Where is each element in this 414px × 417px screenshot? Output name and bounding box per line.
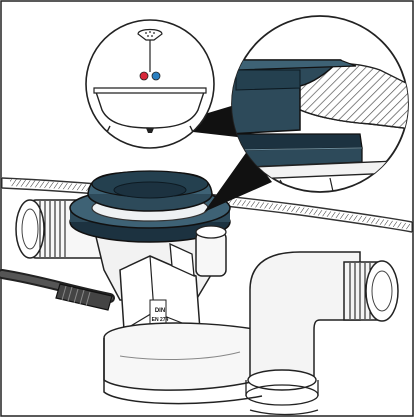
left-threaded-pipe [15, 199, 109, 259]
drain-gasket [69, 170, 231, 243]
elbow-pipe [245, 251, 399, 416]
bathtub-icon [93, 87, 207, 135]
shower-head-icon [137, 28, 163, 72]
label-en: EN 274 [152, 317, 169, 323]
hot-tap-icon [139, 71, 149, 81]
label-din: DIN [155, 308, 165, 314]
bathtub-inset [85, 19, 215, 149]
overflow-pipe [195, 225, 227, 277]
sensor-cable [0, 269, 115, 311]
cold-tap-icon [151, 71, 161, 81]
zoom-inset [231, 15, 409, 193]
base-shroud [103, 322, 263, 405]
